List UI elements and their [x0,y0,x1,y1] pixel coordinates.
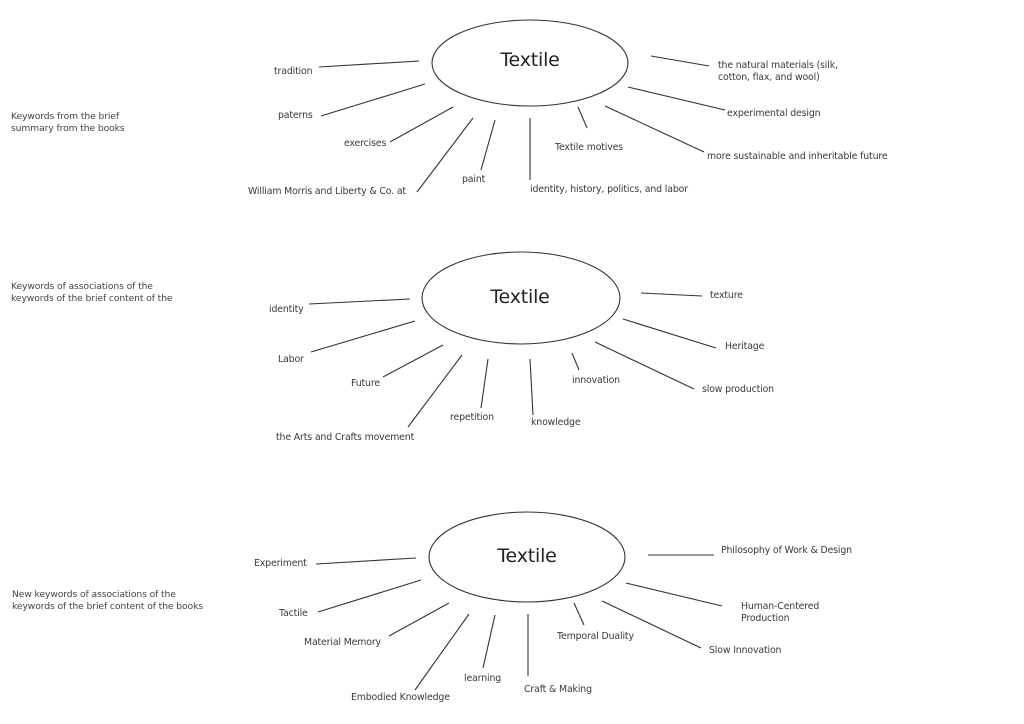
connector-line [308,298,411,305]
keyword-node: tradition [274,66,313,77]
keyword-node: more sustainable and inheritable future [707,151,888,162]
connector-line [407,354,463,428]
keyword-node: texture [710,290,743,301]
keyword-node: Experiment [254,558,307,569]
connector-line [317,579,422,613]
connector-line [480,119,496,171]
keyword-node: Material Memory [304,637,381,648]
center-node-label-1: Textile [500,49,560,71]
keyword-node: Slow Innovation [709,645,782,656]
connector-line [650,55,710,67]
keyword-node: Craft & Making [524,684,592,695]
section-title-2: Keywords of associations of the keywords… [11,281,173,304]
center-node-ellipse-3 [428,511,626,603]
center-node-label-3: Textile [497,545,557,567]
keyword-node: paint [462,174,486,185]
keyword-node: Temporal Duality [557,631,634,642]
keyword-node: identity [269,304,304,315]
keyword-node: Heritage [725,341,765,352]
keyword-node: experimental design [727,108,821,119]
connector-line [310,320,416,353]
section-title-1: Keywords from the brief summary from the… [11,111,125,134]
keyword-node: Labor [278,354,304,365]
keyword-node: knowledge [531,417,581,428]
keyword-node: Future [351,378,380,389]
connector-line [414,613,470,691]
connector-line [627,86,726,111]
connector-line [625,582,723,607]
keyword-node: paterns [278,110,313,121]
keyword-node: exercises [344,138,387,149]
section-title-3: New keywords of associations of the keyw… [12,589,203,612]
keyword-node: slow production [702,384,774,395]
keyword-node: Tactile [279,608,308,619]
center-node-label-2: Textile [490,286,550,308]
connector-line [388,602,450,637]
connector-line [382,344,444,378]
keyword-node: Embodied Knowledge [351,692,450,703]
connector-line [594,341,695,390]
connector-line [389,106,454,143]
connector-line [622,318,717,349]
connector-line [320,83,426,117]
keyword-node: innovation [572,375,620,386]
center-node-ellipse-2 [421,251,621,345]
keyword-node: Philosophy of Work & Design [721,545,852,556]
keyword-node: the natural materials (silk, cotton, fla… [718,60,838,83]
keyword-node: William Morris and Liberty & Co. at [248,186,406,197]
keyword-node: the Arts and Crafts movement [276,432,415,443]
keyword-node: learning [464,673,502,684]
keyword-node: identity, history, politics, and labor [530,184,688,195]
keyword-node: repetition [450,412,494,423]
connector-line [573,602,585,626]
center-node-ellipse-1 [431,19,629,107]
connector-line [318,60,420,68]
connector-line [482,614,496,669]
connector-line [529,358,534,416]
connector-line [601,600,702,649]
connector-line [640,292,703,297]
connector-line [571,352,580,371]
keyword-node: Human-Centered Production [741,601,820,624]
connector-line [315,557,417,565]
connector-line [604,105,705,153]
keyword-node: Textile motives [555,142,624,153]
connector-line [480,358,489,409]
connector-line [577,106,588,129]
connector-line [416,117,474,193]
